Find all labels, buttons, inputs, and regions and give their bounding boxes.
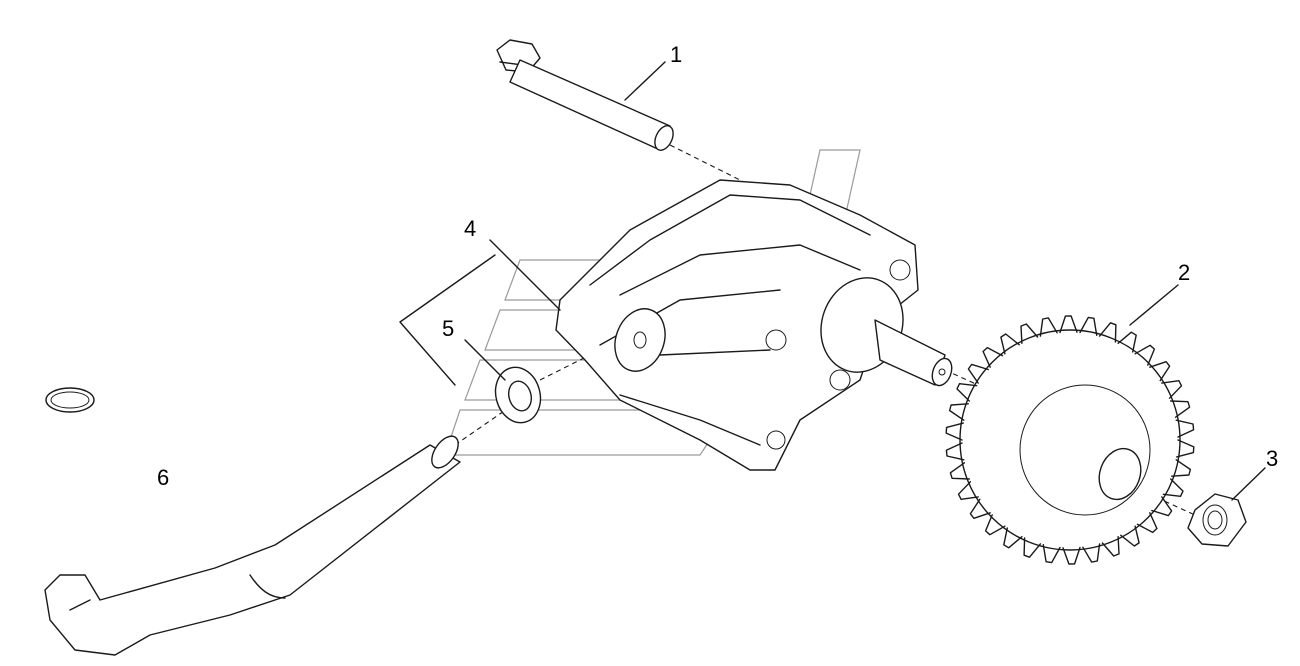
gear-tooth — [1175, 419, 1195, 438]
callout-6: 6 — [157, 465, 169, 490]
gear-tooth — [1082, 543, 1101, 563]
gear-tooth — [1000, 333, 1020, 355]
callout-4: 4 — [464, 216, 476, 241]
gear-tooth — [1003, 527, 1023, 549]
washer-part — [494, 366, 542, 424]
gear-tooth — [948, 403, 969, 421]
callout-5: 5 — [442, 316, 454, 341]
gear-tooth — [982, 346, 1004, 368]
gear-tooth — [1161, 380, 1183, 399]
gear-tooth — [1120, 525, 1140, 547]
gear-tooth — [1175, 439, 1195, 458]
nut-part — [1187, 493, 1247, 547]
gear-tooth — [1079, 316, 1098, 336]
leader-lines — [464, 61, 1266, 501]
callout-2: 2 — [1178, 260, 1190, 285]
o-ring-part — [45, 387, 95, 413]
gear-tooth — [1134, 344, 1156, 366]
gear-tooth — [1023, 537, 1042, 558]
gear-tooth — [1098, 322, 1117, 343]
gear-tooth — [1136, 512, 1158, 534]
pump-body-part — [555, 179, 953, 471]
gear-tooth — [1059, 315, 1078, 334]
gear-part — [945, 315, 1195, 565]
gear-tooth — [1039, 317, 1058, 337]
gear-tooth — [957, 481, 979, 500]
gear-tooth — [1170, 459, 1192, 477]
group-bracket — [399, 254, 496, 386]
gear-tooth — [969, 498, 991, 519]
gear-tooth — [1162, 478, 1184, 497]
gear-tooth — [967, 363, 989, 384]
gear-tooth — [1169, 400, 1191, 418]
gear-tooth — [1149, 361, 1171, 382]
gear-tooth — [1062, 546, 1081, 565]
callout-1: 1 — [670, 42, 682, 67]
callout-3: 3 — [1266, 446, 1278, 471]
gear-tooth — [945, 442, 965, 461]
gear-tooth — [1151, 496, 1173, 517]
gear-tooth — [1101, 536, 1120, 557]
gear-tooth — [945, 422, 964, 441]
gear-tooth — [1042, 544, 1061, 564]
gear-tooth — [949, 462, 970, 480]
gear-tooth — [956, 383, 978, 402]
gear-tooth — [984, 514, 1006, 536]
gear-tooth — [1117, 331, 1137, 353]
gear-tooth — [1020, 323, 1039, 344]
tube-part — [44, 435, 461, 656]
bolt-part — [496, 39, 674, 151]
